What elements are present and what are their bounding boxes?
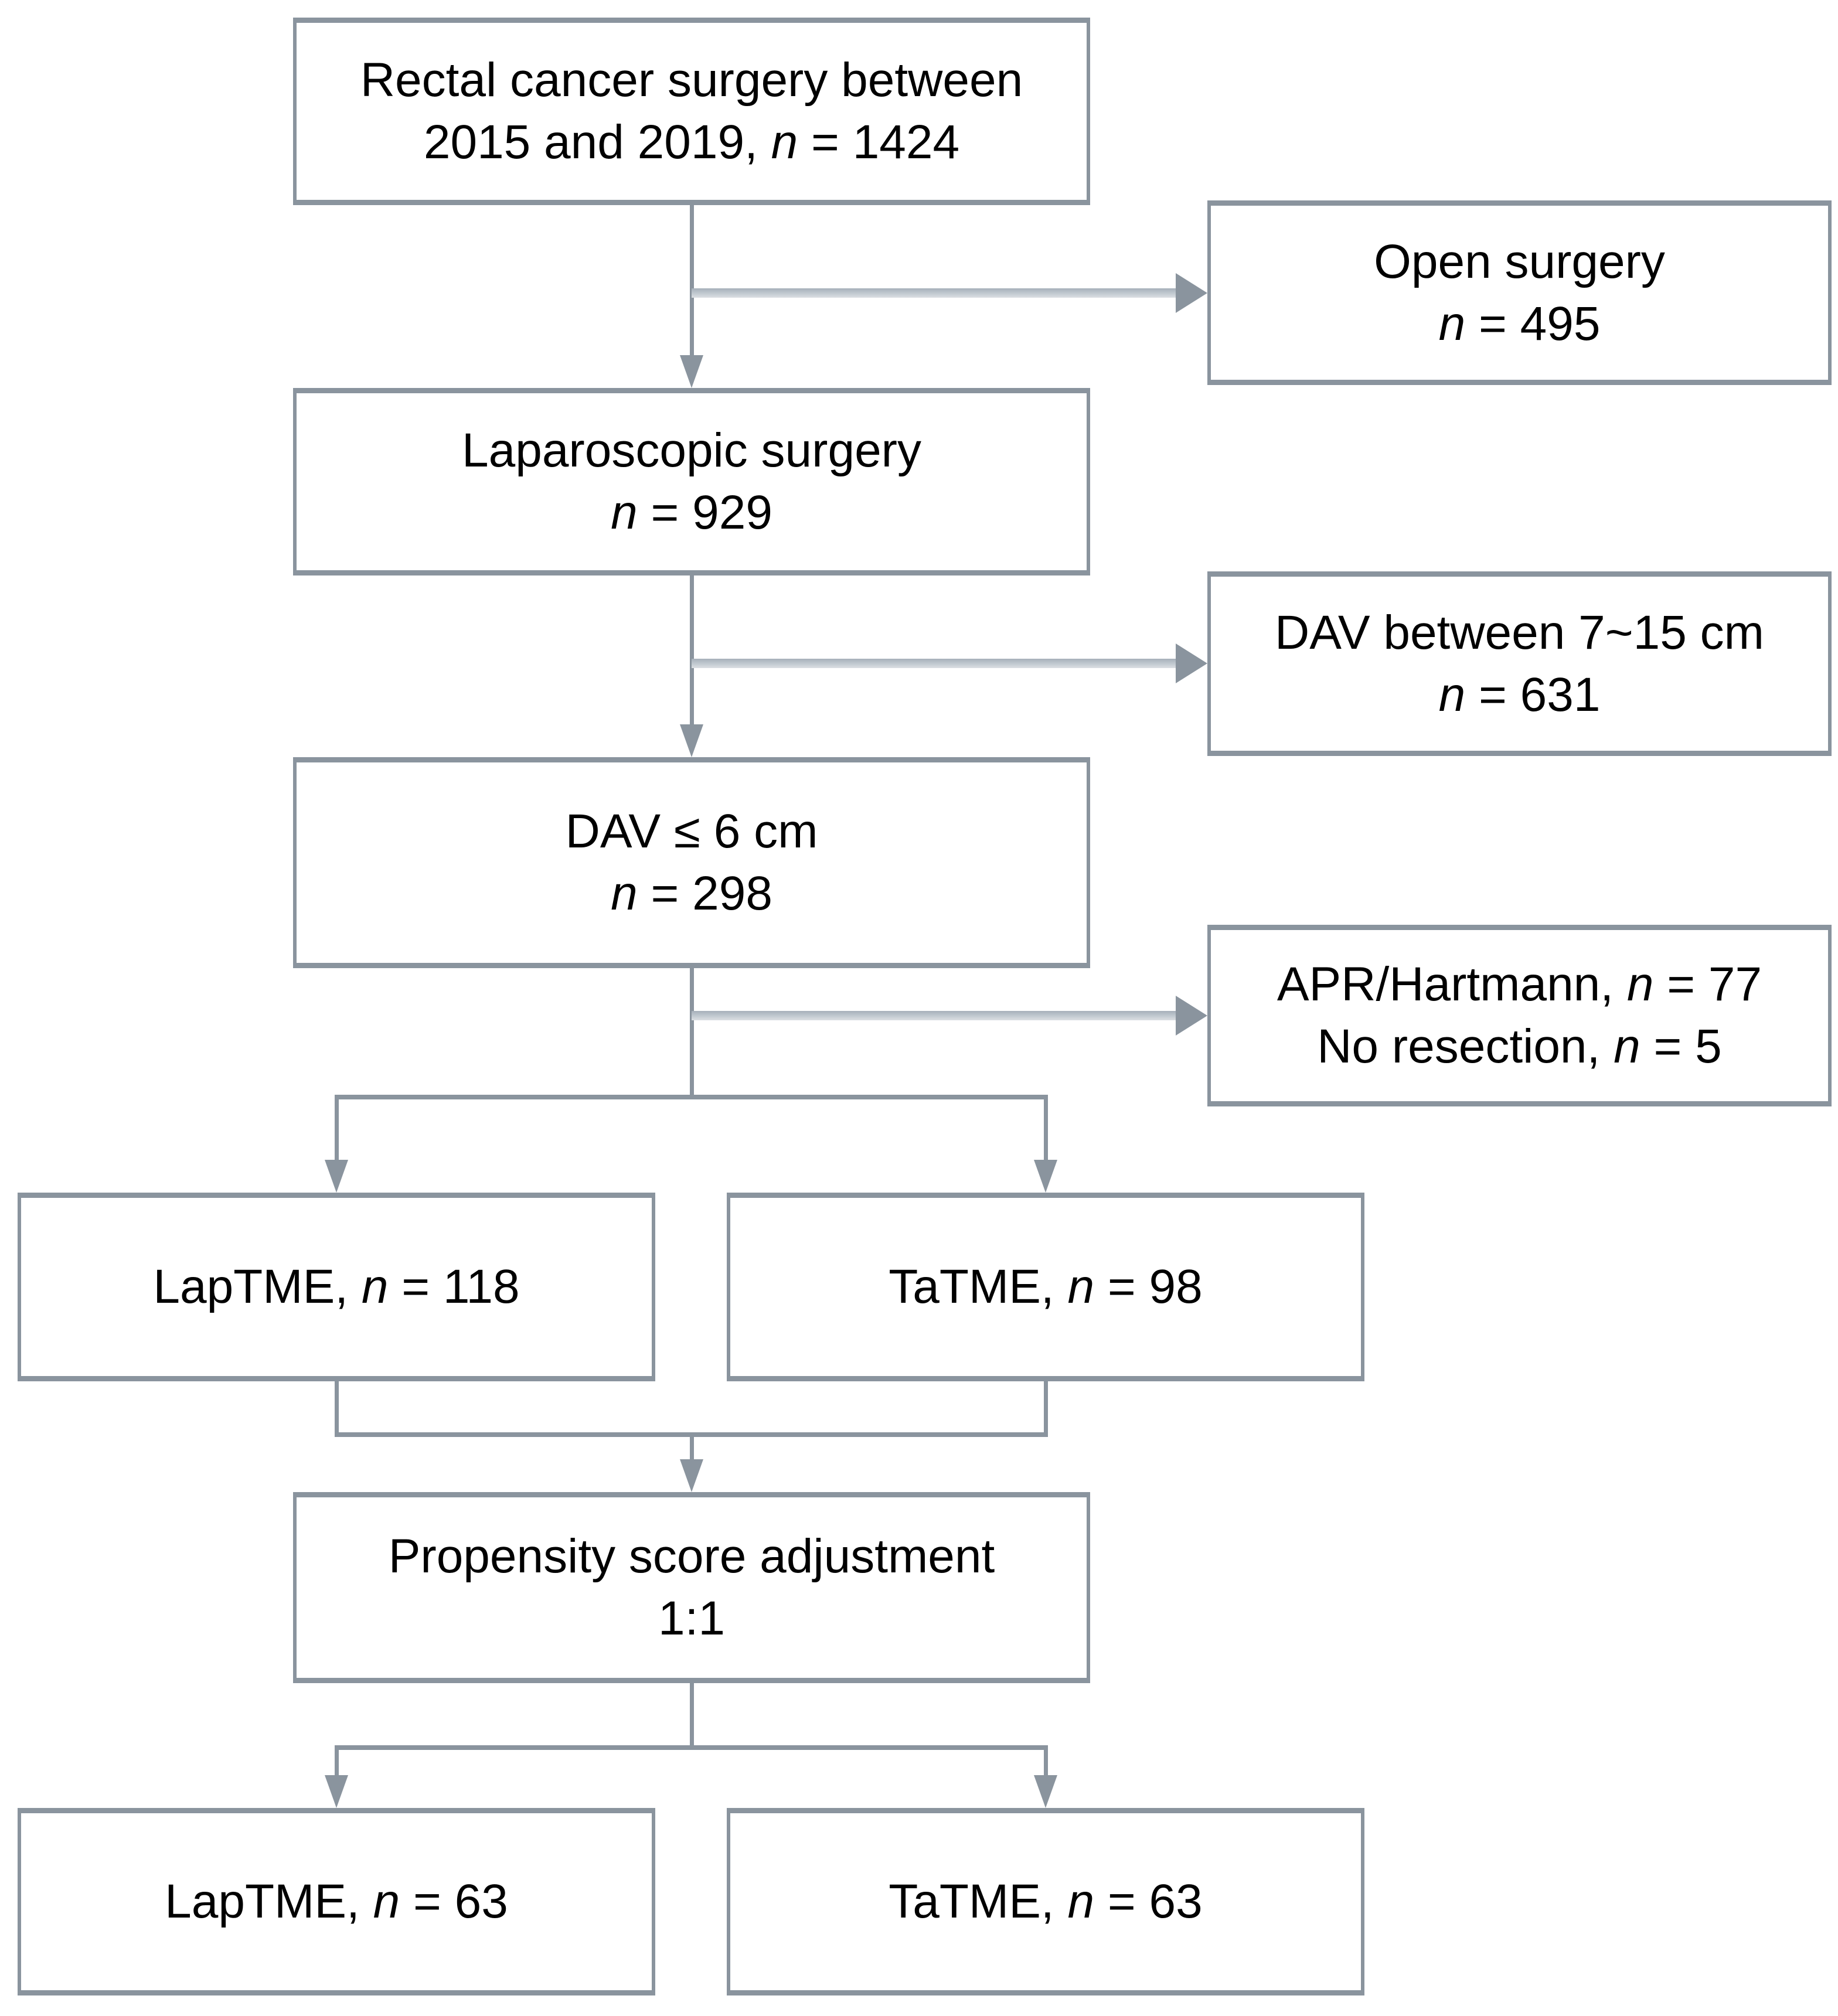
connector-split-to-laptme63 bbox=[335, 1745, 339, 1776]
arrow-right-icon bbox=[1176, 273, 1207, 313]
connector-split-to-tatme63 bbox=[1044, 1745, 1048, 1776]
connector-split-to-tatme98 bbox=[1044, 1095, 1048, 1160]
arrow-down-icon bbox=[1034, 1775, 1057, 1808]
connector-split-to-laptme118 bbox=[335, 1095, 339, 1160]
connector-laptme118-to-merge bbox=[335, 1381, 339, 1437]
box-text: LapTME, n = 63 bbox=[165, 1875, 508, 1928]
box-text: DAV ≤ 6 cm bbox=[565, 805, 818, 858]
arrow-down-icon bbox=[325, 1160, 348, 1193]
box-text: 2015 and 2019, n = 1424 bbox=[423, 115, 960, 169]
arrow-down-icon bbox=[1034, 1160, 1057, 1193]
box-text: LapTME, n = 118 bbox=[153, 1260, 520, 1313]
box-text: n = 495 bbox=[1438, 297, 1601, 350]
connector-rectal-to-lap bbox=[690, 205, 694, 356]
box-tatme-98: TaTME, n = 98 bbox=[727, 1193, 1364, 1381]
box-rectal-cancer-surgery: Rectal cancer surgery between 2015 and 2… bbox=[293, 18, 1090, 205]
arrow-down-icon bbox=[680, 355, 703, 388]
box-text: Laparoscopic surgery bbox=[462, 424, 921, 477]
box-laparoscopic-surgery: Laparoscopic surgery n = 929 bbox=[293, 388, 1090, 575]
box-text: Open surgery bbox=[1374, 234, 1665, 288]
connector-tatme98-to-merge bbox=[1044, 1381, 1048, 1437]
box-text: Rectal cancer surgery between bbox=[360, 53, 1023, 107]
box-laptme-63: LapTME, n = 63 bbox=[18, 1808, 655, 1995]
box-text: Propensity score adjustment bbox=[388, 1530, 995, 1583]
connector-propensity-to-split bbox=[690, 1683, 694, 1750]
box-apr-hartmann: APR/Hartmann, n = 77 No resection, n = 5 bbox=[1207, 925, 1832, 1106]
arrow-right-icon bbox=[1176, 643, 1207, 683]
box-dav-le-6: DAV ≤ 6 cm n = 298 bbox=[293, 757, 1090, 968]
split-bar-matched bbox=[335, 1745, 1048, 1750]
arrow-right-icon bbox=[1176, 996, 1207, 1036]
box-propensity-score: Propensity score adjustment 1:1 bbox=[293, 1492, 1090, 1683]
box-text: No resection, n = 5 bbox=[1317, 1020, 1722, 1073]
arrow-down-icon bbox=[680, 724, 703, 757]
box-open-surgery: Open surgery n = 495 bbox=[1207, 200, 1832, 385]
arrow-down-icon bbox=[680, 1459, 703, 1492]
box-dav-7-15: DAV between 7~15 cm n = 631 bbox=[1207, 571, 1832, 756]
box-text: n = 929 bbox=[611, 486, 772, 539]
box-laptme-118: LapTME, n = 118 bbox=[18, 1193, 655, 1381]
connector-rectal-to-open bbox=[692, 288, 1178, 298]
arrow-down-icon bbox=[325, 1775, 348, 1808]
box-text: n = 631 bbox=[1438, 668, 1601, 721]
connector-dav6-to-split bbox=[690, 968, 694, 1097]
connector-dav6-to-apr bbox=[692, 1011, 1178, 1020]
connector-merge-to-propensity bbox=[690, 1432, 694, 1460]
box-text: n = 298 bbox=[611, 867, 772, 920]
box-text: TaTME, n = 63 bbox=[889, 1875, 1203, 1928]
box-text: TaTME, n = 98 bbox=[889, 1260, 1203, 1313]
box-text: 1:1 bbox=[658, 1592, 725, 1645]
connector-lap-to-dav6 bbox=[690, 575, 694, 724]
box-text: DAV between 7~15 cm bbox=[1275, 605, 1764, 659]
box-tatme-63: TaTME, n = 63 bbox=[727, 1808, 1364, 1995]
split-bar-tme bbox=[335, 1095, 1048, 1099]
box-text: APR/Hartmann, n = 77 bbox=[1277, 958, 1762, 1011]
connector-lap-to-dav715 bbox=[692, 659, 1178, 668]
